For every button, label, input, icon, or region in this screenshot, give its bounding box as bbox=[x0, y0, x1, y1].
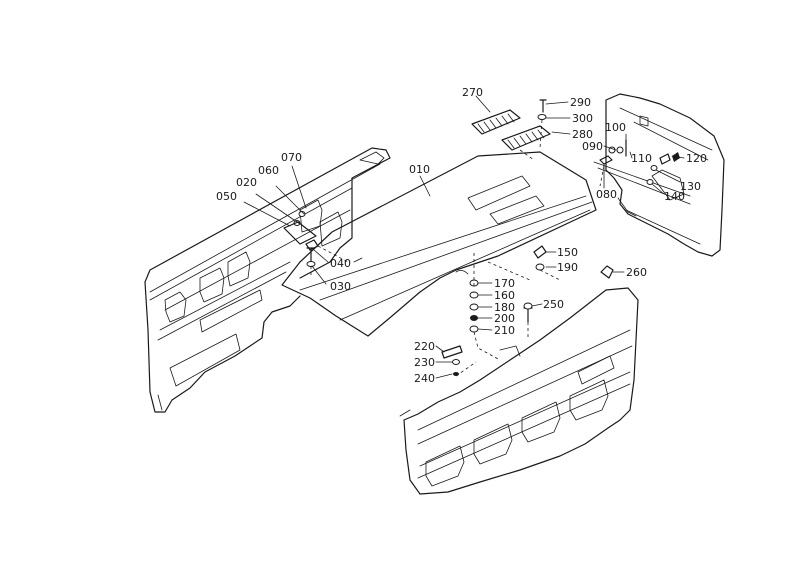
label-070: 070 bbox=[281, 151, 302, 164]
label-030: 030 bbox=[330, 280, 351, 293]
label-300: 300 bbox=[572, 112, 593, 125]
label-240: 240 bbox=[414, 372, 435, 385]
label-220: 220 bbox=[414, 340, 435, 353]
label-140: 140 bbox=[664, 190, 685, 203]
label-210: 210 bbox=[494, 324, 515, 337]
label-100: 100 bbox=[605, 121, 626, 134]
label-110: 110 bbox=[631, 152, 652, 165]
label-050: 050 bbox=[216, 190, 237, 203]
label-020: 020 bbox=[236, 176, 257, 189]
grille-270 bbox=[471, 109, 521, 135]
floor-panel bbox=[281, 151, 597, 337]
label-200: 200 bbox=[494, 312, 515, 325]
leader-lines bbox=[243, 95, 685, 379]
right-side-panel bbox=[593, 93, 725, 257]
label-170: 170 bbox=[494, 277, 515, 290]
label-090: 090 bbox=[582, 140, 603, 153]
part-number-labels: 010 020 030 040 050 060 070 080 090 100 … bbox=[216, 86, 707, 385]
label-120: 120 bbox=[686, 152, 707, 165]
label-040: 040 bbox=[330, 257, 351, 270]
label-280: 280 bbox=[572, 128, 593, 141]
label-060: 060 bbox=[258, 164, 279, 177]
grille-280 bbox=[501, 125, 551, 151]
label-230: 230 bbox=[414, 356, 435, 369]
label-180: 180 bbox=[494, 301, 515, 314]
label-150: 150 bbox=[557, 246, 578, 259]
label-080: 080 bbox=[596, 188, 617, 201]
assembly-lines bbox=[310, 119, 605, 377]
label-250: 250 bbox=[543, 298, 564, 311]
label-130: 130 bbox=[680, 180, 701, 193]
label-290: 290 bbox=[570, 96, 591, 109]
label-160: 160 bbox=[494, 289, 515, 302]
left-side-panel bbox=[144, 147, 391, 413]
label-190: 190 bbox=[557, 261, 578, 274]
label-260: 260 bbox=[626, 266, 647, 279]
label-270: 270 bbox=[462, 86, 483, 99]
front-panel bbox=[399, 287, 639, 495]
label-010: 010 bbox=[409, 163, 430, 176]
